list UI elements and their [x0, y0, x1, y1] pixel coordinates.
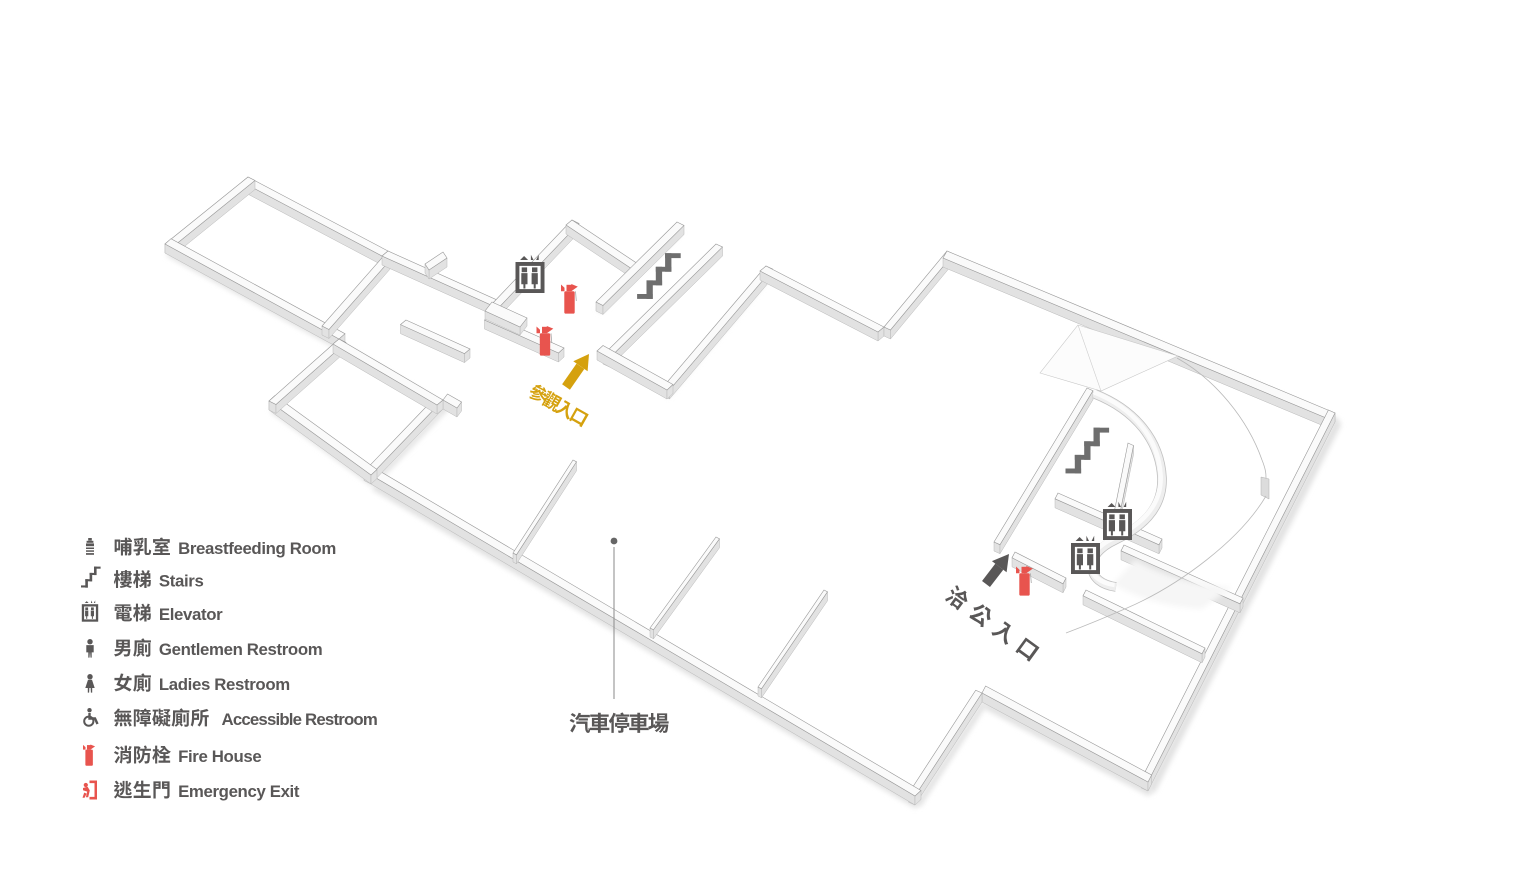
svg-text:Fire House: Fire House	[178, 747, 261, 766]
svg-text:Gentlemen Restroom: Gentlemen Restroom	[159, 640, 322, 659]
svg-text:Ladies Restroom: Ladies Restroom	[159, 675, 290, 694]
svg-text:Stairs: Stairs	[159, 571, 204, 590]
svg-text:Emergency Exit: Emergency Exit	[178, 782, 300, 801]
svg-text:Elevator: Elevator	[159, 605, 223, 624]
svg-text:Accessible Restroom: Accessible Restroom	[222, 710, 377, 729]
svg-text:Breastfeeding Room: Breastfeeding Room	[178, 539, 336, 558]
